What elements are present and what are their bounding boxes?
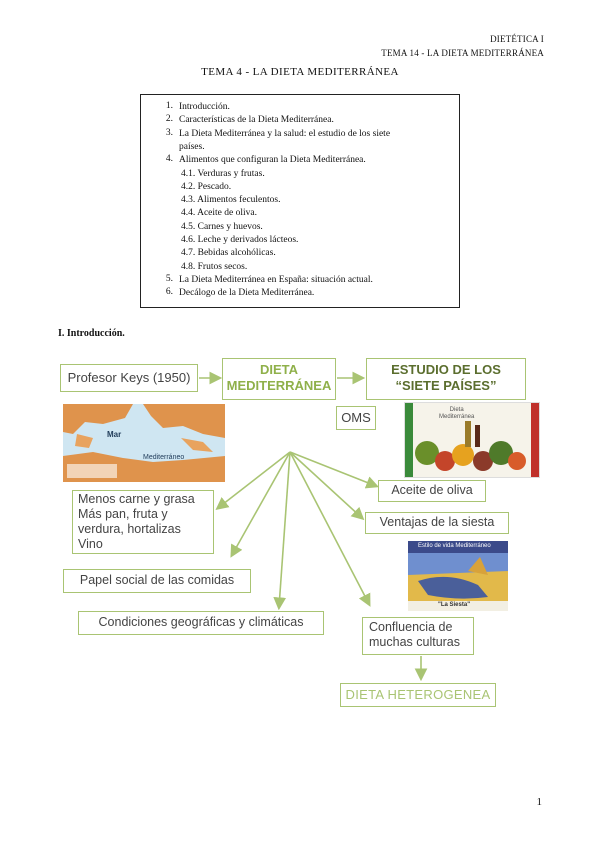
food-image-title: Dieta Mediterránea: [439, 407, 474, 421]
heterogenea-label: DIETA HETEROGENEA: [340, 687, 496, 702]
menos-label-line: Vino: [78, 537, 195, 552]
map-shapes: [63, 404, 225, 482]
food-image: Dieta Mediterránea: [404, 402, 540, 478]
arrow-aceite: [290, 452, 376, 486]
arrow-papel: [232, 452, 290, 555]
siesta-image-caption: "La Siesta": [438, 602, 470, 608]
dieta-label: DIETA MEDITERRÁNEA: [222, 362, 336, 394]
mediterranean-map-image: Mar Mediterráneo: [63, 404, 225, 482]
oms-label: OMS: [336, 410, 376, 425]
condiciones-label: Condiciones geográficas y climáticas: [78, 615, 324, 629]
arrow-menos: [218, 452, 290, 508]
estudio-label-line2: “SIETE PAÍSES”: [366, 378, 526, 394]
map-label-mar: Mar: [107, 430, 121, 439]
papel-label: Papel social de las comidas: [63, 573, 251, 587]
confluencia-label-line: Confluencia de: [369, 620, 460, 635]
arrow-condiciones: [279, 452, 290, 607]
map-label-med: Mediterráneo: [143, 454, 184, 461]
menos-label-line: Menos carne y grasa: [78, 492, 195, 507]
dieta-label-line2: MEDITERRÁNEA: [222, 378, 336, 394]
siesta-label: Ventajas de la siesta: [365, 515, 509, 529]
dieta-label-line1: DIETA: [222, 362, 336, 378]
menos-label-line: Más pan, fruta y: [78, 507, 195, 522]
siesta-image-title: Estilo de vida Mediterráneo: [418, 543, 491, 549]
food-image-title2: Mediterránea: [439, 414, 474, 421]
keys-label: Profesor Keys (1950): [60, 370, 198, 385]
arrow-siesta: [290, 452, 362, 518]
siesta-shapes: [408, 541, 508, 611]
confluencia-label-line: muchas culturas: [369, 635, 460, 650]
siesta-image: Estilo de vida Mediterráneo "La Siesta": [408, 541, 508, 611]
food-image-title1: Dieta: [439, 407, 474, 414]
aceite-label: Aceite de oliva: [378, 483, 486, 497]
arrow-confluencia: [290, 452, 369, 604]
estudio-label-line1: ESTUDIO DE LOS: [366, 362, 526, 378]
estudio-label: ESTUDIO DE LOS “SIETE PAÍSES”: [366, 362, 526, 394]
menos-label-line: verdura, hortalizas: [78, 522, 195, 537]
page-number: 1: [537, 796, 543, 808]
